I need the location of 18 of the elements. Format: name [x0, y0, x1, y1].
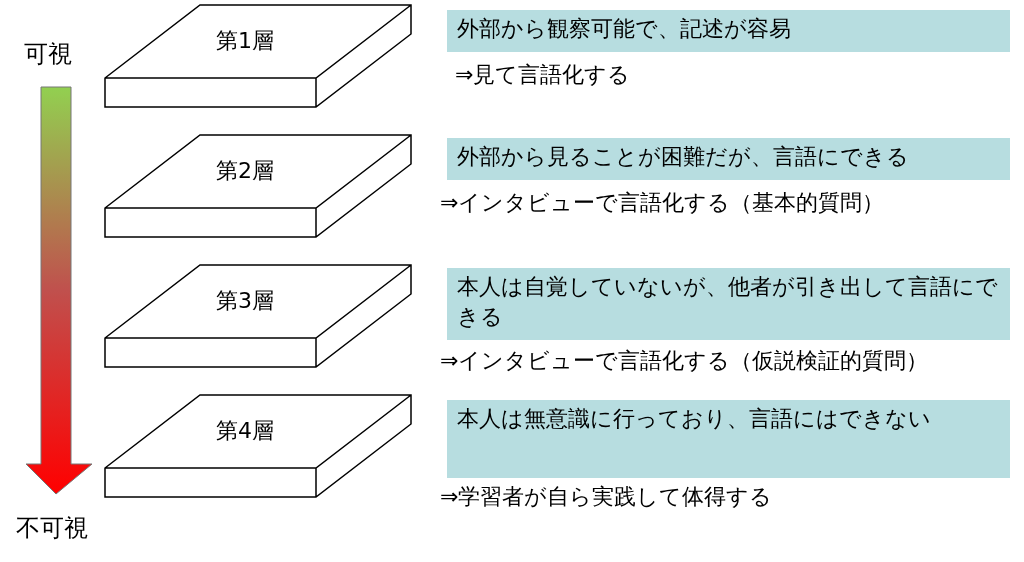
description-box: 本人は無意識に行っており、言語にはできない — [447, 400, 1010, 478]
layer-label: 第4層 — [216, 417, 274, 445]
description-box: 本人は自覚していないが、他者が引き出して言語にできる — [447, 268, 1010, 340]
method-note: ⇒インタビューで言語化する（仮説検証的質問） — [440, 347, 929, 375]
layer-slab — [104, 394, 412, 498]
layer-label: 第2層 — [216, 157, 274, 185]
method-note: ⇒学習者が自ら実践して体得する — [440, 483, 773, 511]
method-note: ⇒見て言語化する — [455, 61, 631, 89]
layer-slab — [104, 134, 412, 238]
method-note: ⇒インタビューで言語化する（基本的質問） — [440, 189, 885, 217]
layer-label: 第3層 — [216, 287, 274, 315]
description-box: 外部から観察可能で、記述が容易 — [447, 10, 1010, 52]
layer-slab — [104, 264, 412, 368]
description-box: 外部から見ることが困難だが、言語にできる — [447, 138, 1010, 180]
visibility-label: 可視 — [24, 39, 72, 70]
visibility-label: 不可視 — [16, 513, 88, 544]
layer-label: 第1層 — [216, 27, 274, 55]
layer-slab — [104, 4, 412, 108]
